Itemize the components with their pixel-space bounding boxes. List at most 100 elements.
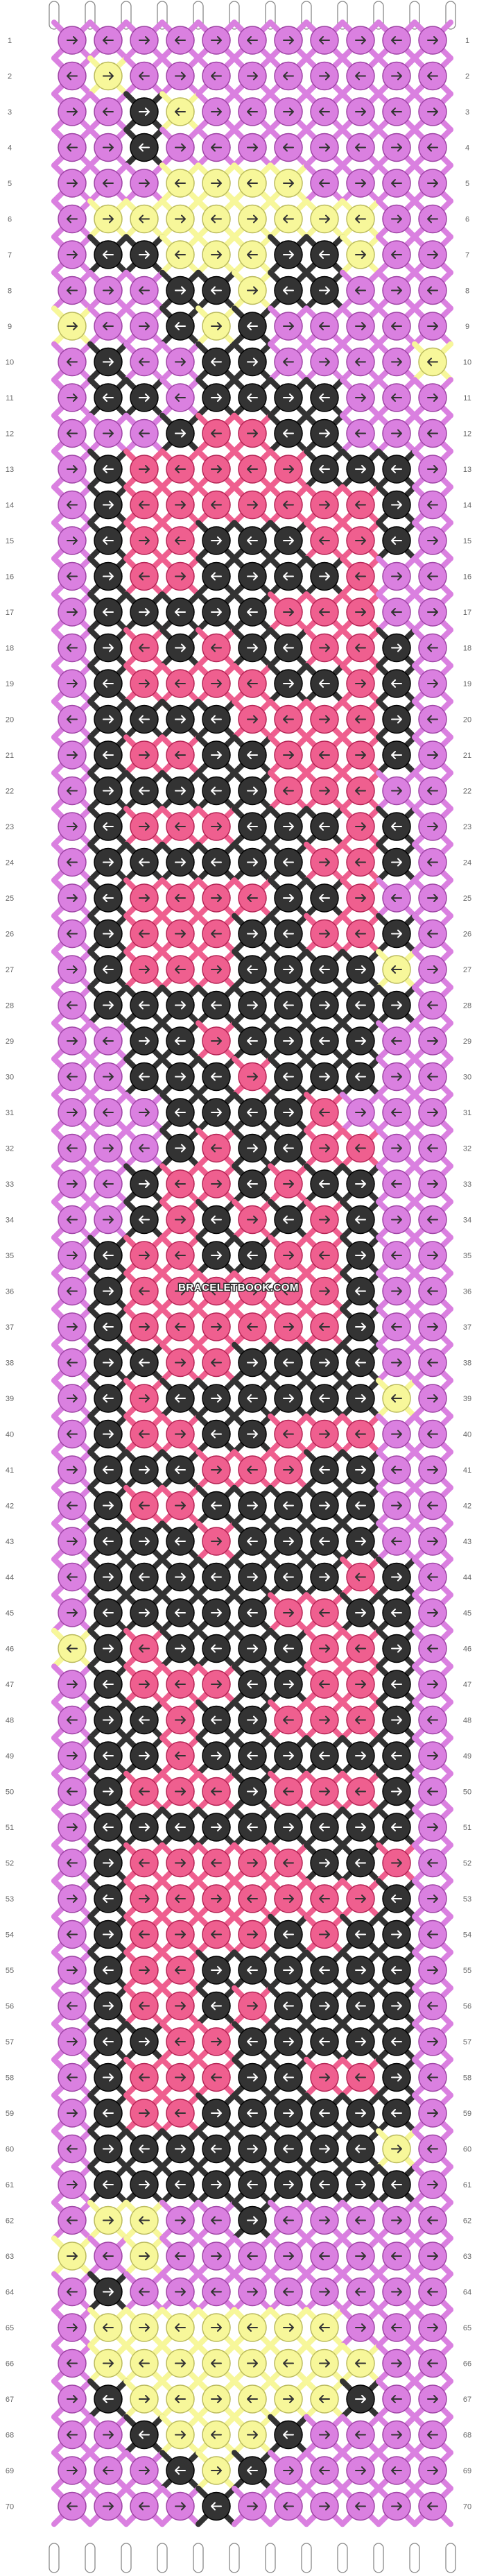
row-number-left: 40 [6, 1431, 14, 1439]
row-number-left: 13 [6, 466, 14, 474]
knot-arrow-icon [247, 1430, 258, 1439]
knot-arrow-icon [283, 1215, 294, 1224]
knot-arrow-icon [247, 1644, 258, 1653]
knot-arrow-icon [211, 1323, 222, 1331]
knot-arrow-icon [67, 2180, 78, 2189]
row-number-right: 45 [463, 1609, 471, 1618]
row-number-right: 42 [463, 1502, 471, 1511]
row-number-left: 19 [6, 680, 14, 688]
knot-arrow-icon [355, 2109, 366, 2117]
knot-arrow-icon [391, 2430, 402, 2439]
knot-arrow-icon [355, 322, 366, 330]
knot-arrow-icon [427, 1715, 438, 1725]
knot-arrow-icon [139, 1895, 150, 1903]
row-number-right: 18 [463, 645, 471, 653]
knot-arrow-icon [175, 1394, 186, 1403]
knot-arrow-icon [283, 1394, 294, 1403]
knot-arrow-icon [247, 2287, 258, 2296]
row-number-right: 31 [463, 1109, 471, 1117]
row-number-right: 67 [463, 2396, 471, 2404]
knot-arrow-icon [391, 1895, 402, 1903]
row-number-left: 64 [6, 2289, 14, 2297]
row-number-left: 25 [6, 895, 14, 903]
knot-arrow-icon [391, 2216, 402, 2225]
knot-arrow-icon [391, 572, 402, 581]
knot-arrow-icon [211, 965, 222, 974]
knot-arrow-icon [319, 357, 330, 366]
knot-arrow-icon [67, 179, 78, 187]
knot-arrow-icon [391, 1537, 402, 1545]
knot-arrow-icon [103, 1966, 114, 1974]
knot-arrow-icon [391, 1644, 402, 1653]
strand-bottom [85, 2543, 96, 2573]
knot-arrow-icon [139, 786, 150, 795]
knot-arrow-icon [247, 357, 258, 366]
knot-arrow-icon [211, 1752, 222, 1760]
row-number-right: 41 [463, 1466, 471, 1475]
row-number-right: 49 [463, 1752, 471, 1761]
knot-arrow-icon [355, 1037, 366, 1045]
knot-arrow-icon [427, 251, 438, 259]
knot-arrow-icon [67, 1394, 78, 1403]
knot-arrow-icon [139, 179, 150, 187]
knot-arrow-icon [139, 2001, 150, 2010]
knot-arrow-icon [427, 71, 438, 80]
row-number-left: 59 [6, 2110, 14, 2118]
row-number-right: 35 [463, 1252, 471, 1260]
knot-arrow-icon [247, 1573, 258, 1582]
knot-arrow-icon [103, 1358, 114, 1367]
knot-arrow-icon [175, 1072, 186, 1081]
knot-arrow-icon [283, 393, 294, 402]
knot-arrow-icon [103, 2466, 114, 2475]
knot-arrow-icon [391, 143, 402, 152]
knot-arrow-icon [283, 1787, 294, 1796]
knot-arrow-icon [355, 1215, 366, 1224]
knot-arrow-icon [175, 36, 186, 44]
knot-arrow-icon [247, 1037, 258, 1045]
knot-arrow-icon [67, 2252, 78, 2260]
knot-arrow-icon [283, 429, 294, 438]
row-number-right: 27 [463, 966, 471, 974]
knot-arrow-icon [211, 393, 222, 402]
knot-arrow-icon [427, 1680, 438, 1688]
knot-arrow-icon [139, 822, 150, 831]
knot-arrow-icon [319, 465, 330, 473]
knot-arrow-icon [427, 1251, 438, 1260]
row-number-left: 28 [6, 1002, 14, 1010]
knot-arrow-icon [391, 322, 402, 330]
knot-arrow-icon [211, 2144, 222, 2153]
row-number-right: 19 [463, 680, 471, 688]
knot-arrow-icon [427, 1215, 438, 1224]
knot-arrow-icon [175, 1966, 186, 1974]
knot-arrow-icon [319, 251, 330, 259]
knot-arrow-icon [175, 536, 186, 545]
knot-arrow-icon [427, 108, 438, 116]
knot-arrow-icon [391, 929, 402, 938]
knot-arrow-icon [427, 608, 438, 616]
knot-arrow-icon [103, 822, 114, 831]
knot-arrow-icon [103, 1895, 114, 1903]
row-number-right: 8 [465, 287, 469, 296]
row-number-right: 5 [465, 180, 469, 188]
row-number-left: 65 [6, 2324, 14, 2332]
knot-arrow-icon [175, 643, 186, 652]
knot-arrow-icon [175, 1037, 186, 1045]
row-number-left: 69 [6, 2467, 14, 2475]
knot-arrow-icon [211, 2430, 222, 2439]
knot-arrow-icon [67, 1752, 78, 1760]
knot-arrow-icon [211, 2466, 222, 2475]
knot-arrow-icon [247, 71, 258, 80]
knot-arrow-icon [355, 715, 366, 724]
knot-arrow-icon [247, 1501, 258, 1510]
knot-arrow-icon [103, 179, 114, 187]
knot-arrow-icon [211, 572, 222, 581]
knot-arrow-icon [175, 572, 186, 581]
knot-arrow-icon [247, 1858, 258, 1867]
knot-arrow-icon [427, 143, 438, 152]
knot-arrow-icon [247, 2180, 258, 2189]
knot-arrow-icon [391, 1966, 402, 1974]
knot-arrow-icon [355, 1787, 366, 1796]
knot-arrow-icon [103, 2323, 114, 2332]
knot-arrow-icon [283, 143, 294, 152]
knot-arrow-icon [391, 1430, 402, 1439]
